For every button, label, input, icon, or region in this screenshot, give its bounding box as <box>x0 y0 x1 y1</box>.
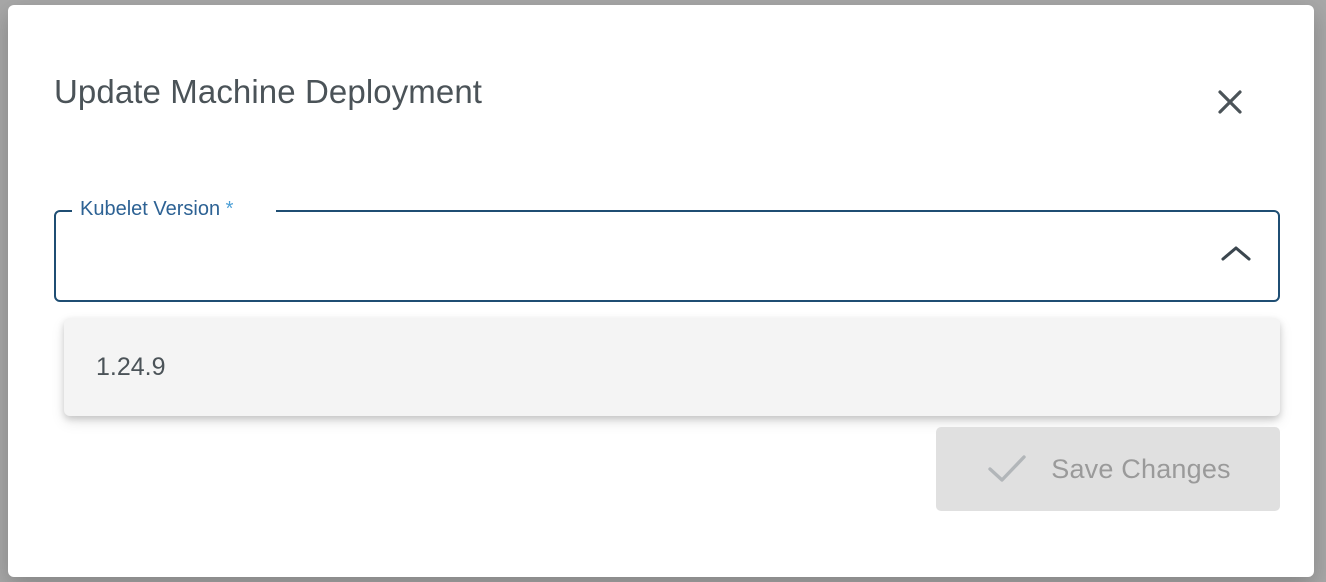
kubelet-version-label-text: Kubelet Version <box>80 198 221 220</box>
chevron-up-icon <box>1219 243 1253 270</box>
required-asterisk: * <box>225 198 234 220</box>
update-machine-deployment-dialog: Update Machine Deployment Kubelet Versio… <box>8 5 1314 577</box>
check-icon <box>985 451 1029 488</box>
save-changes-button[interactable]: Save Changes <box>936 427 1280 511</box>
field-label-notch <box>72 208 276 212</box>
kubelet-version-toggle[interactable] <box>1214 210 1258 302</box>
dropdown-option[interactable]: 1.24.9 <box>96 352 166 381</box>
kubelet-version-dropdown-panel[interactable]: 1.24.9 <box>64 318 1280 416</box>
close-icon <box>1215 87 1245 117</box>
kubelet-version-select-trigger[interactable] <box>54 210 1280 302</box>
kubelet-version-label: Kubelet Version * <box>80 197 233 221</box>
save-changes-label: Save Changes <box>1051 453 1231 484</box>
kubelet-version-field[interactable]: Kubelet Version * <box>54 198 1280 302</box>
dialog-title: Update Machine Deployment <box>54 73 483 110</box>
close-button[interactable] <box>1204 77 1256 127</box>
